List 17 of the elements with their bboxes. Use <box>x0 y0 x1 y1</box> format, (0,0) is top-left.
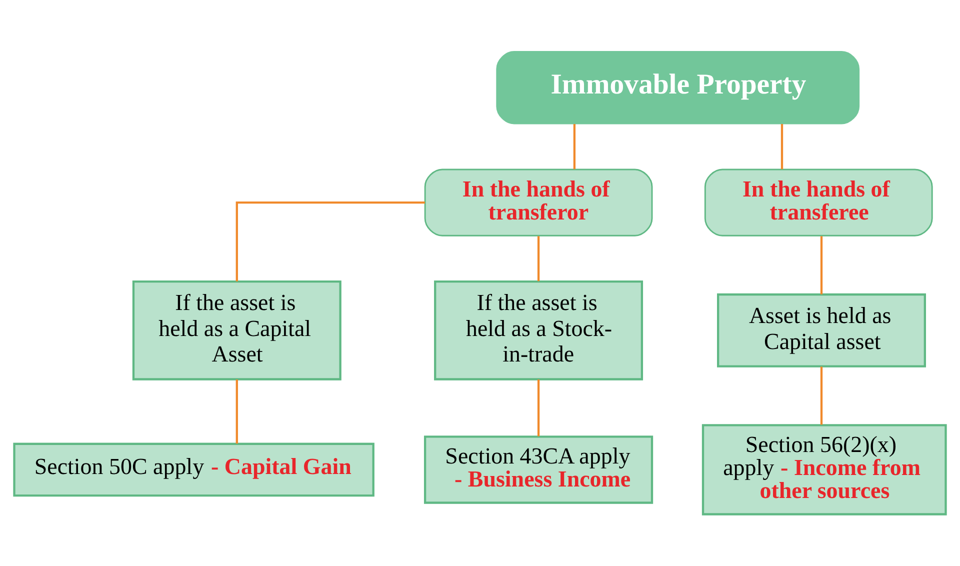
node-box: Section 43CA apply - Business Income <box>424 436 654 504</box>
node-box: In the hands of transferor <box>424 168 653 236</box>
connector <box>573 124 576 170</box>
node-box: If the asset is held as a Stock-in-trade <box>434 280 644 380</box>
node-box: If the asset is held as a Capital Asset <box>132 280 342 380</box>
connector <box>820 236 823 294</box>
node-box: Immovable Property <box>496 51 860 124</box>
node-box: Section 50C apply - Capital Gain <box>13 442 374 497</box>
connector <box>780 124 784 170</box>
node-box: Section 56(2)(x) apply - Income from other sources <box>702 424 947 516</box>
connector <box>820 366 823 425</box>
connector <box>236 380 238 444</box>
node-box: Asset is held as Capital asset <box>717 293 926 368</box>
node-box: In the hands of transferee <box>704 168 933 236</box>
connector <box>236 201 425 282</box>
connector <box>537 380 540 436</box>
connector <box>537 236 540 282</box>
